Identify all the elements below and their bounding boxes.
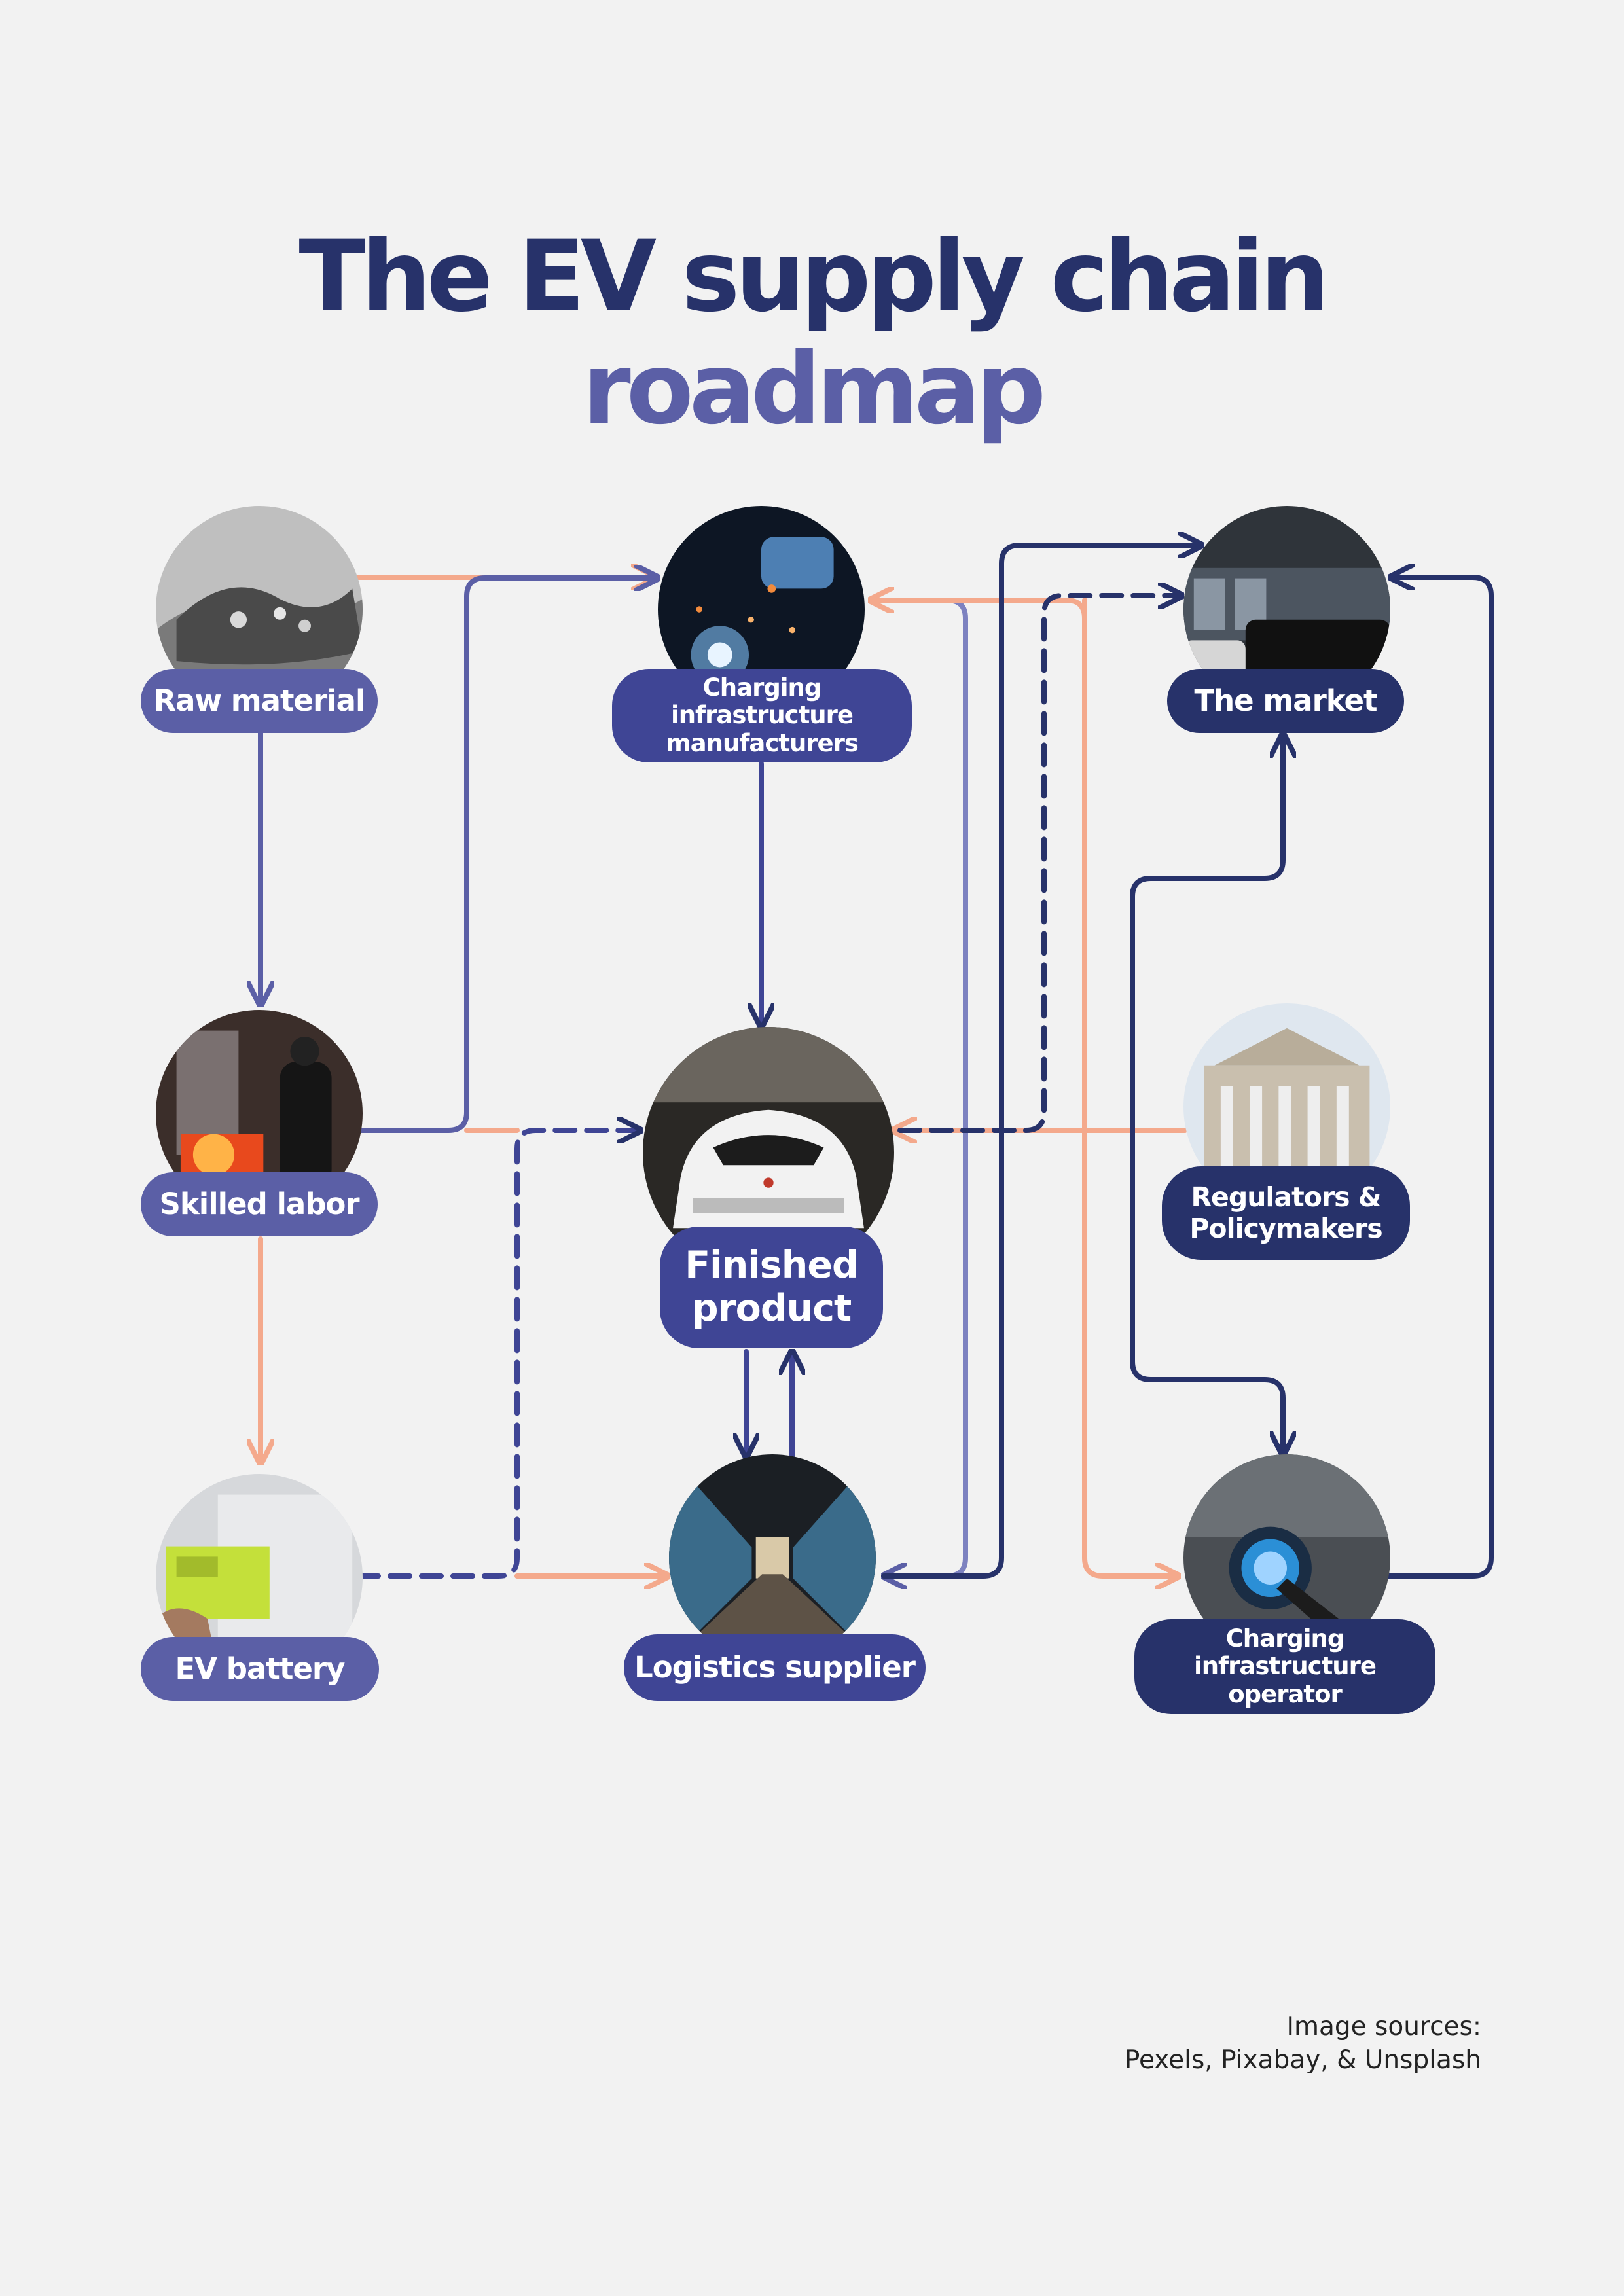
- ev-battery-label: EV battery: [141, 1637, 379, 1701]
- edge-labor-to-manufacturers: [356, 578, 660, 1133]
- logistics-photo: [669, 1454, 876, 1661]
- edge-operator-to-market: [1130, 732, 1283, 1457]
- image-sources: Image sources: Pexels, Pixabay, & Unspla…: [958, 2011, 1481, 2077]
- raw-material-label: Raw material: [141, 669, 378, 733]
- image-sources-line-2: Pexels, Pixabay, & Unsplash: [1124, 2045, 1481, 2075]
- edge-regulators-to-operator: [1082, 598, 1181, 1576]
- edge-battery-to-finished-dashed: [356, 1130, 643, 1579]
- edge-regulators-to-manufacturers: [868, 600, 1187, 1133]
- edge-finished-to-market-dashed: [897, 596, 1184, 1133]
- image-sources-line-1: Image sources:: [1286, 2012, 1481, 2041]
- regulators-label: Regulators & Policymakers: [1162, 1166, 1410, 1260]
- skilled-labor-label: Skilled labor: [141, 1172, 378, 1236]
- the-market-label: The market: [1167, 669, 1404, 733]
- edge-logistics-to-market: [881, 545, 1204, 1579]
- finished-product-label: Finished product: [660, 1227, 883, 1348]
- charging-manufacturers-label: Charging infrastructure manufacturers: [612, 669, 912, 762]
- logistics-label: Logistics supplier: [624, 1634, 926, 1701]
- title-line-2: roadmap: [582, 332, 1047, 446]
- charging-operator-label: Charging infrastructure operator: [1134, 1619, 1435, 1714]
- edge-operator-to-market-right: [1382, 577, 1494, 1579]
- title-line-1: The EV supply chain: [298, 220, 1329, 334]
